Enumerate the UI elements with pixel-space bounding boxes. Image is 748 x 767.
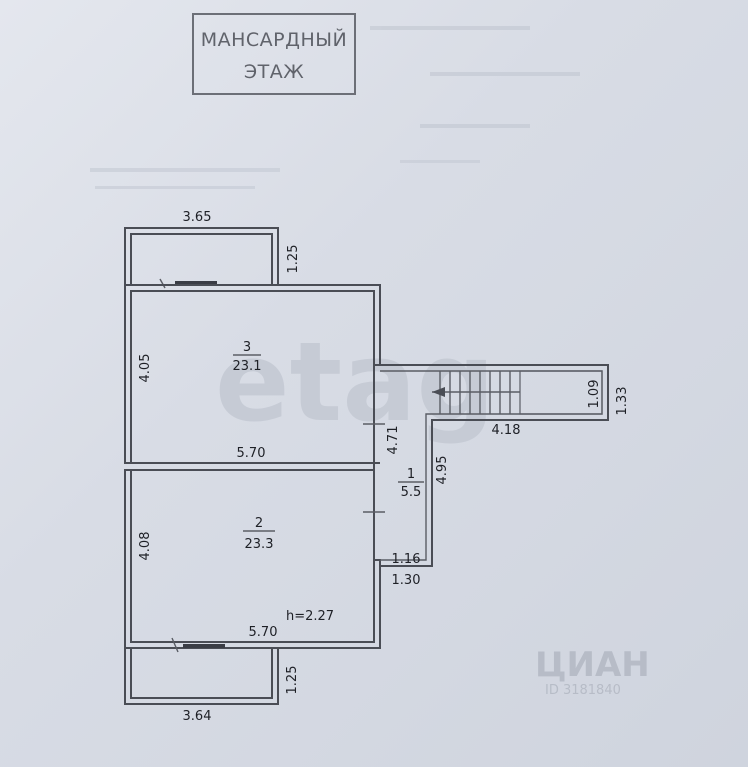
door-mark <box>171 637 179 653</box>
corridor-outer-wall <box>380 364 609 567</box>
top-balcony <box>124 227 279 289</box>
dim-room-2-height: 4.08 <box>138 532 153 561</box>
dim-corridor-inner-width: 1.16 <box>392 552 421 567</box>
room-1-label: 1 5.5 <box>398 467 424 500</box>
stamp-frame <box>192 13 356 95</box>
background-faint-text <box>90 26 580 189</box>
dim-corridor-stair-length: 4.95 <box>435 456 450 485</box>
room-2-wall <box>124 469 381 649</box>
bottom-balcony-wall <box>124 647 279 705</box>
dim-stair-length: 4.18 <box>492 423 521 438</box>
dim-bottom-balcony-depth: 1.25 <box>285 666 300 695</box>
cian-id-watermark: ID 3181840 <box>545 683 621 698</box>
stamp-line-2: ЭТАЖ <box>244 61 304 83</box>
bottom-balcony <box>124 637 279 705</box>
dim-bottom-balcony-width: 3.64 <box>183 709 212 724</box>
dim-room-2-width: 5.70 <box>249 625 278 640</box>
dim-corridor-length: 4.71 <box>386 426 401 455</box>
dim-stair-outer-width: 1.33 <box>615 387 630 416</box>
cian-watermark: ЦИАН <box>535 645 650 685</box>
dim-room-3-width: 5.70 <box>237 446 266 461</box>
faint-line <box>95 186 255 189</box>
ceiling-height-label: h=2.27 <box>286 609 334 624</box>
room-3-area: 23.1 <box>233 359 262 374</box>
room-3-label: 3 23.1 <box>233 340 262 374</box>
room-2-area: 23.3 <box>245 537 274 552</box>
faint-line <box>400 160 480 163</box>
faint-line <box>90 168 280 172</box>
floor-stamp: МАНСАРДНЫЙ ЭТАЖ <box>192 13 356 95</box>
faint-line <box>430 72 580 76</box>
corridor-and-stair <box>380 364 609 567</box>
faint-line <box>420 124 530 128</box>
room-3-number: 3 <box>243 340 251 355</box>
dim-top-balcony-width: 3.65 <box>183 210 212 225</box>
dim-stair-inner-width: 1.09 <box>587 380 602 409</box>
room-1-area: 5.5 <box>401 485 422 500</box>
room-1-number: 1 <box>407 467 415 482</box>
stamp-line-1: МАНСАРДНЫЙ <box>201 28 348 51</box>
balcony-door <box>175 281 217 285</box>
dim-corridor-outer-width: 1.30 <box>392 573 421 588</box>
stair-steps <box>432 371 520 414</box>
stair-arrow <box>432 387 445 397</box>
etag-watermark: etag <box>215 318 495 446</box>
faint-line <box>370 26 530 30</box>
door-mark <box>159 278 166 289</box>
room-2-label: 2 23.3 <box>243 516 275 552</box>
dim-top-balcony-depth: 1.25 <box>286 245 301 274</box>
dim-room-3-height: 4.05 <box>138 354 153 383</box>
balcony-door <box>183 644 225 648</box>
top-balcony-wall <box>124 227 279 286</box>
room-2-number: 2 <box>255 516 263 531</box>
